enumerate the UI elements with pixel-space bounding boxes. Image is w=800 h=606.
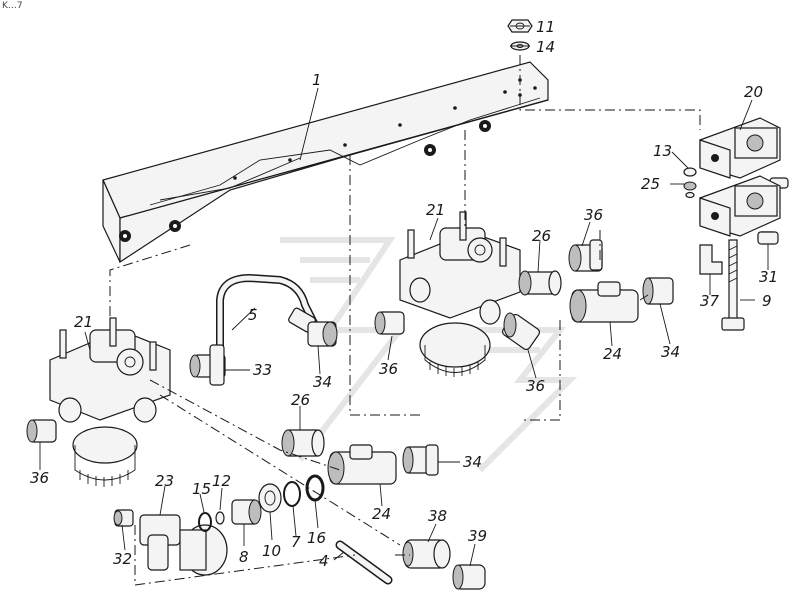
callout-34-upper: 34: [661, 343, 680, 361]
callout-15: 15: [192, 480, 211, 498]
callout-10: 10: [262, 542, 281, 560]
callout-36-upper: 36: [584, 206, 603, 224]
fitting-36-left: [26, 419, 57, 443]
fitting-36-upper-right: [568, 239, 603, 272]
union-26-lower: [281, 429, 325, 457]
tube-4: [335, 540, 393, 585]
callout-31: 31: [759, 268, 778, 286]
tee-fitting-33: [189, 344, 226, 386]
fitting-36-mid: [374, 311, 405, 335]
nut-10: [258, 483, 282, 513]
seal-ring-12: [215, 511, 225, 525]
callout-37: 37: [700, 292, 720, 310]
callout-11: 11: [536, 18, 555, 36]
mounting-bracket: [102, 61, 549, 264]
callout-33: 33: [253, 361, 272, 379]
callout-8: 8: [239, 548, 249, 566]
callout-38: 38: [428, 507, 447, 525]
callout-14: 14: [536, 38, 555, 56]
elbow-fitting-37: [699, 244, 723, 275]
elbow-34-upper-right: [642, 277, 674, 305]
leader-lines: [39, 25, 769, 567]
callout-21-lower: 21: [74, 313, 93, 331]
callout-25: 25: [641, 175, 660, 193]
callout-7: 7: [291, 533, 301, 551]
callout-24-lower: 24: [372, 505, 391, 523]
callout-21-upper: 21: [426, 201, 445, 219]
callout-32: 32: [113, 550, 132, 568]
callout-24-upper: 24: [603, 345, 622, 363]
callout-39: 39: [468, 527, 487, 545]
hose-5: [216, 273, 319, 350]
washer-7: [283, 481, 301, 507]
assembly-lines: [109, 55, 701, 586]
corner-mark: K…7: [2, 1, 23, 11]
valve-body-23: [139, 514, 228, 576]
plug-32: [113, 509, 134, 527]
callout-36-lower-right: 36: [526, 377, 545, 395]
cap-39: [452, 564, 486, 590]
union-26-upper: [518, 270, 562, 296]
elbow-fitting-34-hose: [307, 321, 338, 347]
callout-1: 1: [312, 71, 322, 89]
callout-13: 13: [653, 142, 672, 160]
relay-valve-upper: [399, 211, 521, 377]
callout-36-mid: 36: [379, 360, 398, 378]
seal-ring-15: [198, 512, 212, 532]
relay-valve-lower: [49, 317, 171, 487]
callout-26-lower: 26: [291, 391, 310, 409]
callout-9: 9: [762, 292, 772, 310]
callout-20: 20: [744, 83, 763, 101]
fitting-31: [757, 231, 779, 245]
elbow-34-lower: [402, 444, 439, 476]
callout-4: 4: [319, 552, 329, 570]
bolt-9: [721, 239, 745, 331]
solenoid-valve-upper: [699, 117, 789, 189]
connector-38: [402, 539, 451, 569]
callout-12: 12: [212, 472, 231, 490]
callout-16: 16: [307, 529, 326, 547]
callout-36-left: 36: [30, 469, 49, 487]
fitting-13-25: [683, 167, 697, 199]
callout-23: 23: [155, 472, 174, 490]
fitting-36-lower-right: [501, 312, 541, 351]
tee-24-lower: [327, 444, 397, 485]
callout-34-lower: 34: [463, 453, 482, 471]
tee-24-upper: [569, 281, 639, 323]
nipple-8: [231, 499, 262, 525]
callout-26-upper: 26: [532, 227, 551, 245]
callout-labels: 11 14 1 20 13 25 21 36 26 31 37 9 5 21 2…: [30, 18, 778, 570]
callout-34-hose: 34: [313, 373, 332, 391]
callout-5: 5: [248, 306, 258, 324]
